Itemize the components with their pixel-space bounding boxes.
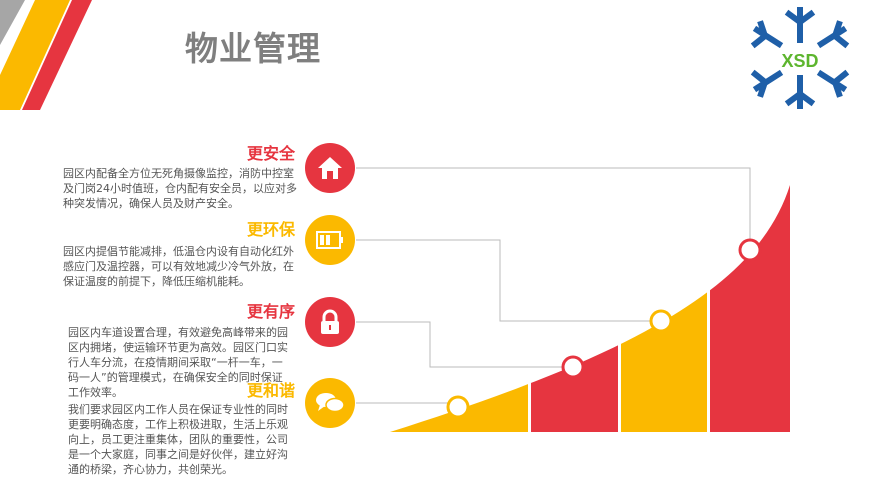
dot-2 [561, 355, 585, 379]
connector-3 [356, 321, 573, 368]
heading-order: 更有序 [246, 302, 295, 321]
xsd-logo: XSD [737, 0, 864, 115]
dot-1 [446, 395, 470, 419]
chat-icon [305, 378, 355, 428]
dot-4 [738, 238, 762, 262]
segment-2 [531, 185, 618, 432]
desc-safety: 园区内配备全方位无死角摄像监控，消防中控室及门岗24小时值班，仓内配有安全员，以… [63, 167, 297, 210]
connector-2 [356, 239, 661, 322]
battery-icon [305, 215, 355, 265]
corner-stripes [0, 0, 92, 110]
dot-3 [649, 309, 673, 333]
desc-eco: 园区内提倡节能减排，低温仓内设有自动化红外感应门及温控器，可以有效地减少冷气外放… [63, 245, 294, 288]
heading-harmony: 更和谐 [246, 381, 295, 400]
home-icon [305, 143, 355, 193]
page-title: 物业管理 [185, 29, 321, 68]
logo-text: XSD [781, 51, 818, 71]
segment-3 [621, 185, 707, 432]
heading-eco: 更环保 [246, 220, 295, 239]
lock-icon [305, 297, 355, 347]
connector-4 [356, 402, 459, 407]
desc-order: 园区内车道设置合理，有效避免高峰带来的园区内拥堵，使运输环节更为高效。园区门口实… [68, 326, 288, 399]
heading-safety: 更安全 [246, 144, 295, 163]
connector-1 [356, 167, 751, 250]
desc-harmony: 我们要求园区内工作人员在保证专业性的同时更要明确态度，工作上积极进取，生活上乐观… [68, 403, 288, 476]
